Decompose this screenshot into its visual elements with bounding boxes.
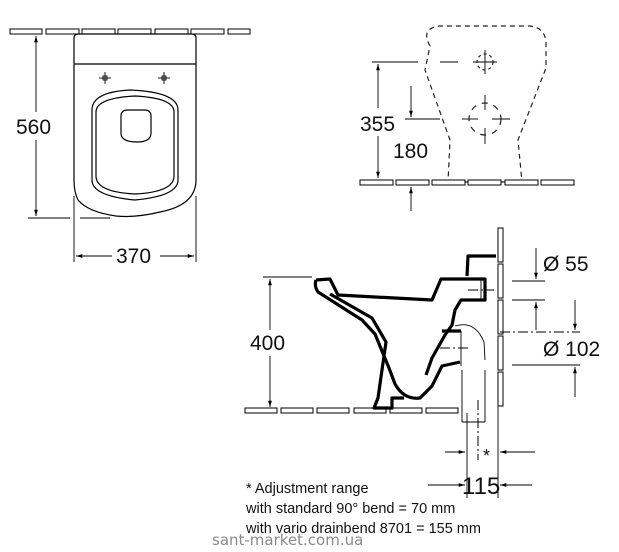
front-view: [359, 25, 575, 211]
side-rim-height-label: 400: [250, 332, 285, 355]
fixing-point-right-icon: [158, 72, 170, 84]
outlet-centre-cross-icon: [405, 95, 510, 144]
dimension-outlet-height: [405, 86, 440, 211]
dimension-inlet-diameter: [512, 248, 545, 330]
dimension-inlet-height: [372, 61, 415, 179]
note-line-3: with vario drainbend 8701 = 155 mm: [245, 521, 481, 537]
dimension-length: [28, 36, 110, 219]
toilet-side-profile: [313, 254, 496, 410]
dimension-rim-height: [263, 276, 312, 407]
side-view: [244, 227, 580, 498]
front-outlet-height-label: 180: [393, 140, 428, 163]
top-view: [9, 28, 251, 262]
note-line-1: * Adjustment range: [246, 481, 369, 497]
toilet-top-outline: [73, 33, 197, 218]
top-length-label: 560: [16, 116, 51, 139]
side-outlet-diameter-label: Ø 102: [543, 338, 600, 361]
front-inlet-height-label: 355: [360, 113, 395, 136]
wall-tiles-side: [497, 227, 504, 407]
floor-tiles-front: [359, 179, 575, 186]
note-line-2: with standard 90° bend = 70 mm: [245, 501, 455, 517]
top-width-label: 370: [116, 245, 151, 268]
fixing-point-left-icon: [99, 72, 111, 84]
side-wall-distance-label: 115: [462, 473, 500, 500]
side-inlet-diameter-label: Ø 55: [543, 253, 589, 276]
watermark: sant-market.com.ua: [212, 531, 363, 549]
dimension-outlet-diameter: [500, 300, 580, 397]
drain-pipe: [461, 370, 499, 498]
adjustment-marker: *: [483, 446, 490, 466]
dimension-width: [73, 196, 197, 262]
floor-tiles-side: [244, 407, 459, 414]
wall-tiles-top: [9, 28, 251, 35]
